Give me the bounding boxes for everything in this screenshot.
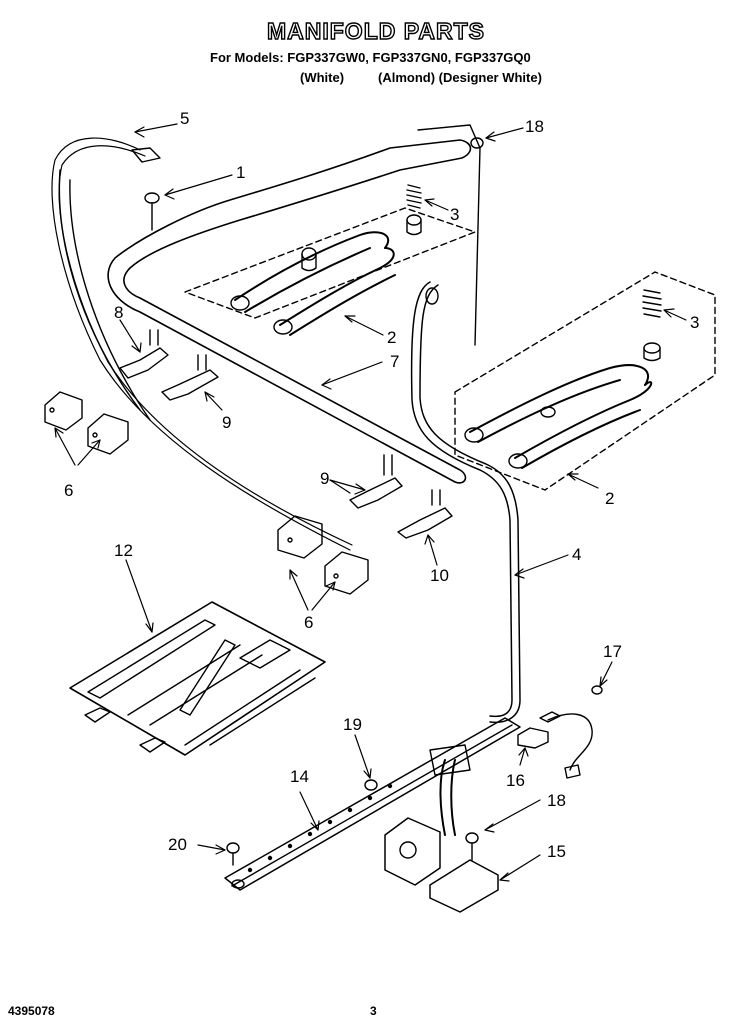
spark-module	[517, 711, 593, 779]
color-other-label: (Almond) (Designer White)	[378, 70, 542, 85]
callout-3-front: 3	[690, 313, 699, 332]
callout-4: 4	[572, 545, 581, 564]
callout-5: 5	[180, 109, 189, 128]
wire-harness	[51, 137, 353, 551]
callout-18-top: 18	[525, 117, 544, 136]
page-number: 3	[370, 1004, 377, 1018]
callout-15: 15	[547, 842, 566, 861]
rear-burner-assembly	[184, 124, 481, 346]
callout-1: 1	[236, 163, 245, 182]
callout-2-front: 2	[605, 489, 614, 508]
burner-cover-plate	[69, 601, 326, 756]
callout-20: 20	[168, 835, 187, 854]
document-number: 4395078	[8, 1004, 55, 1018]
callout-8: 8	[114, 303, 123, 322]
leader-lines	[54, 123, 687, 882]
callout-6-left: 6	[64, 481, 73, 500]
callout-17: 17	[603, 642, 622, 661]
callout-9-lower: 9	[320, 469, 329, 488]
screws	[144, 137, 603, 866]
burner-valves	[119, 329, 453, 539]
callout-7: 7	[390, 352, 399, 371]
callout-12: 12	[114, 541, 133, 560]
page-title: MANIFOLD PARTS	[266, 17, 485, 44]
callout-2-rear: 2	[387, 328, 396, 347]
pressure-regulator	[384, 744, 499, 913]
front-rail	[224, 717, 521, 891]
color-white-label: (White)	[300, 70, 345, 85]
callout-9-upper: 9	[222, 413, 231, 432]
callout-6-right: 6	[304, 613, 313, 632]
callout-18-bottom: 18	[547, 791, 566, 810]
callout-10: 10	[430, 566, 449, 585]
callout-19: 19	[343, 715, 362, 734]
front-burner-assembly	[454, 271, 716, 491]
models-line: For Models: FGP337GW0, FGP337GN0, FGP337…	[210, 50, 531, 65]
manifold-pipe	[107, 139, 472, 484]
callout-16: 16	[506, 771, 525, 790]
callout-labels: 5 1 18 3 2 3 7 8 9 2 6 9 10 4 6 12 17 19…	[64, 109, 699, 861]
gas-supply-tube	[410, 281, 521, 724]
callout-14: 14	[290, 767, 309, 786]
callout-3-rear: 3	[450, 205, 459, 224]
ignition-switches	[44, 391, 369, 595]
